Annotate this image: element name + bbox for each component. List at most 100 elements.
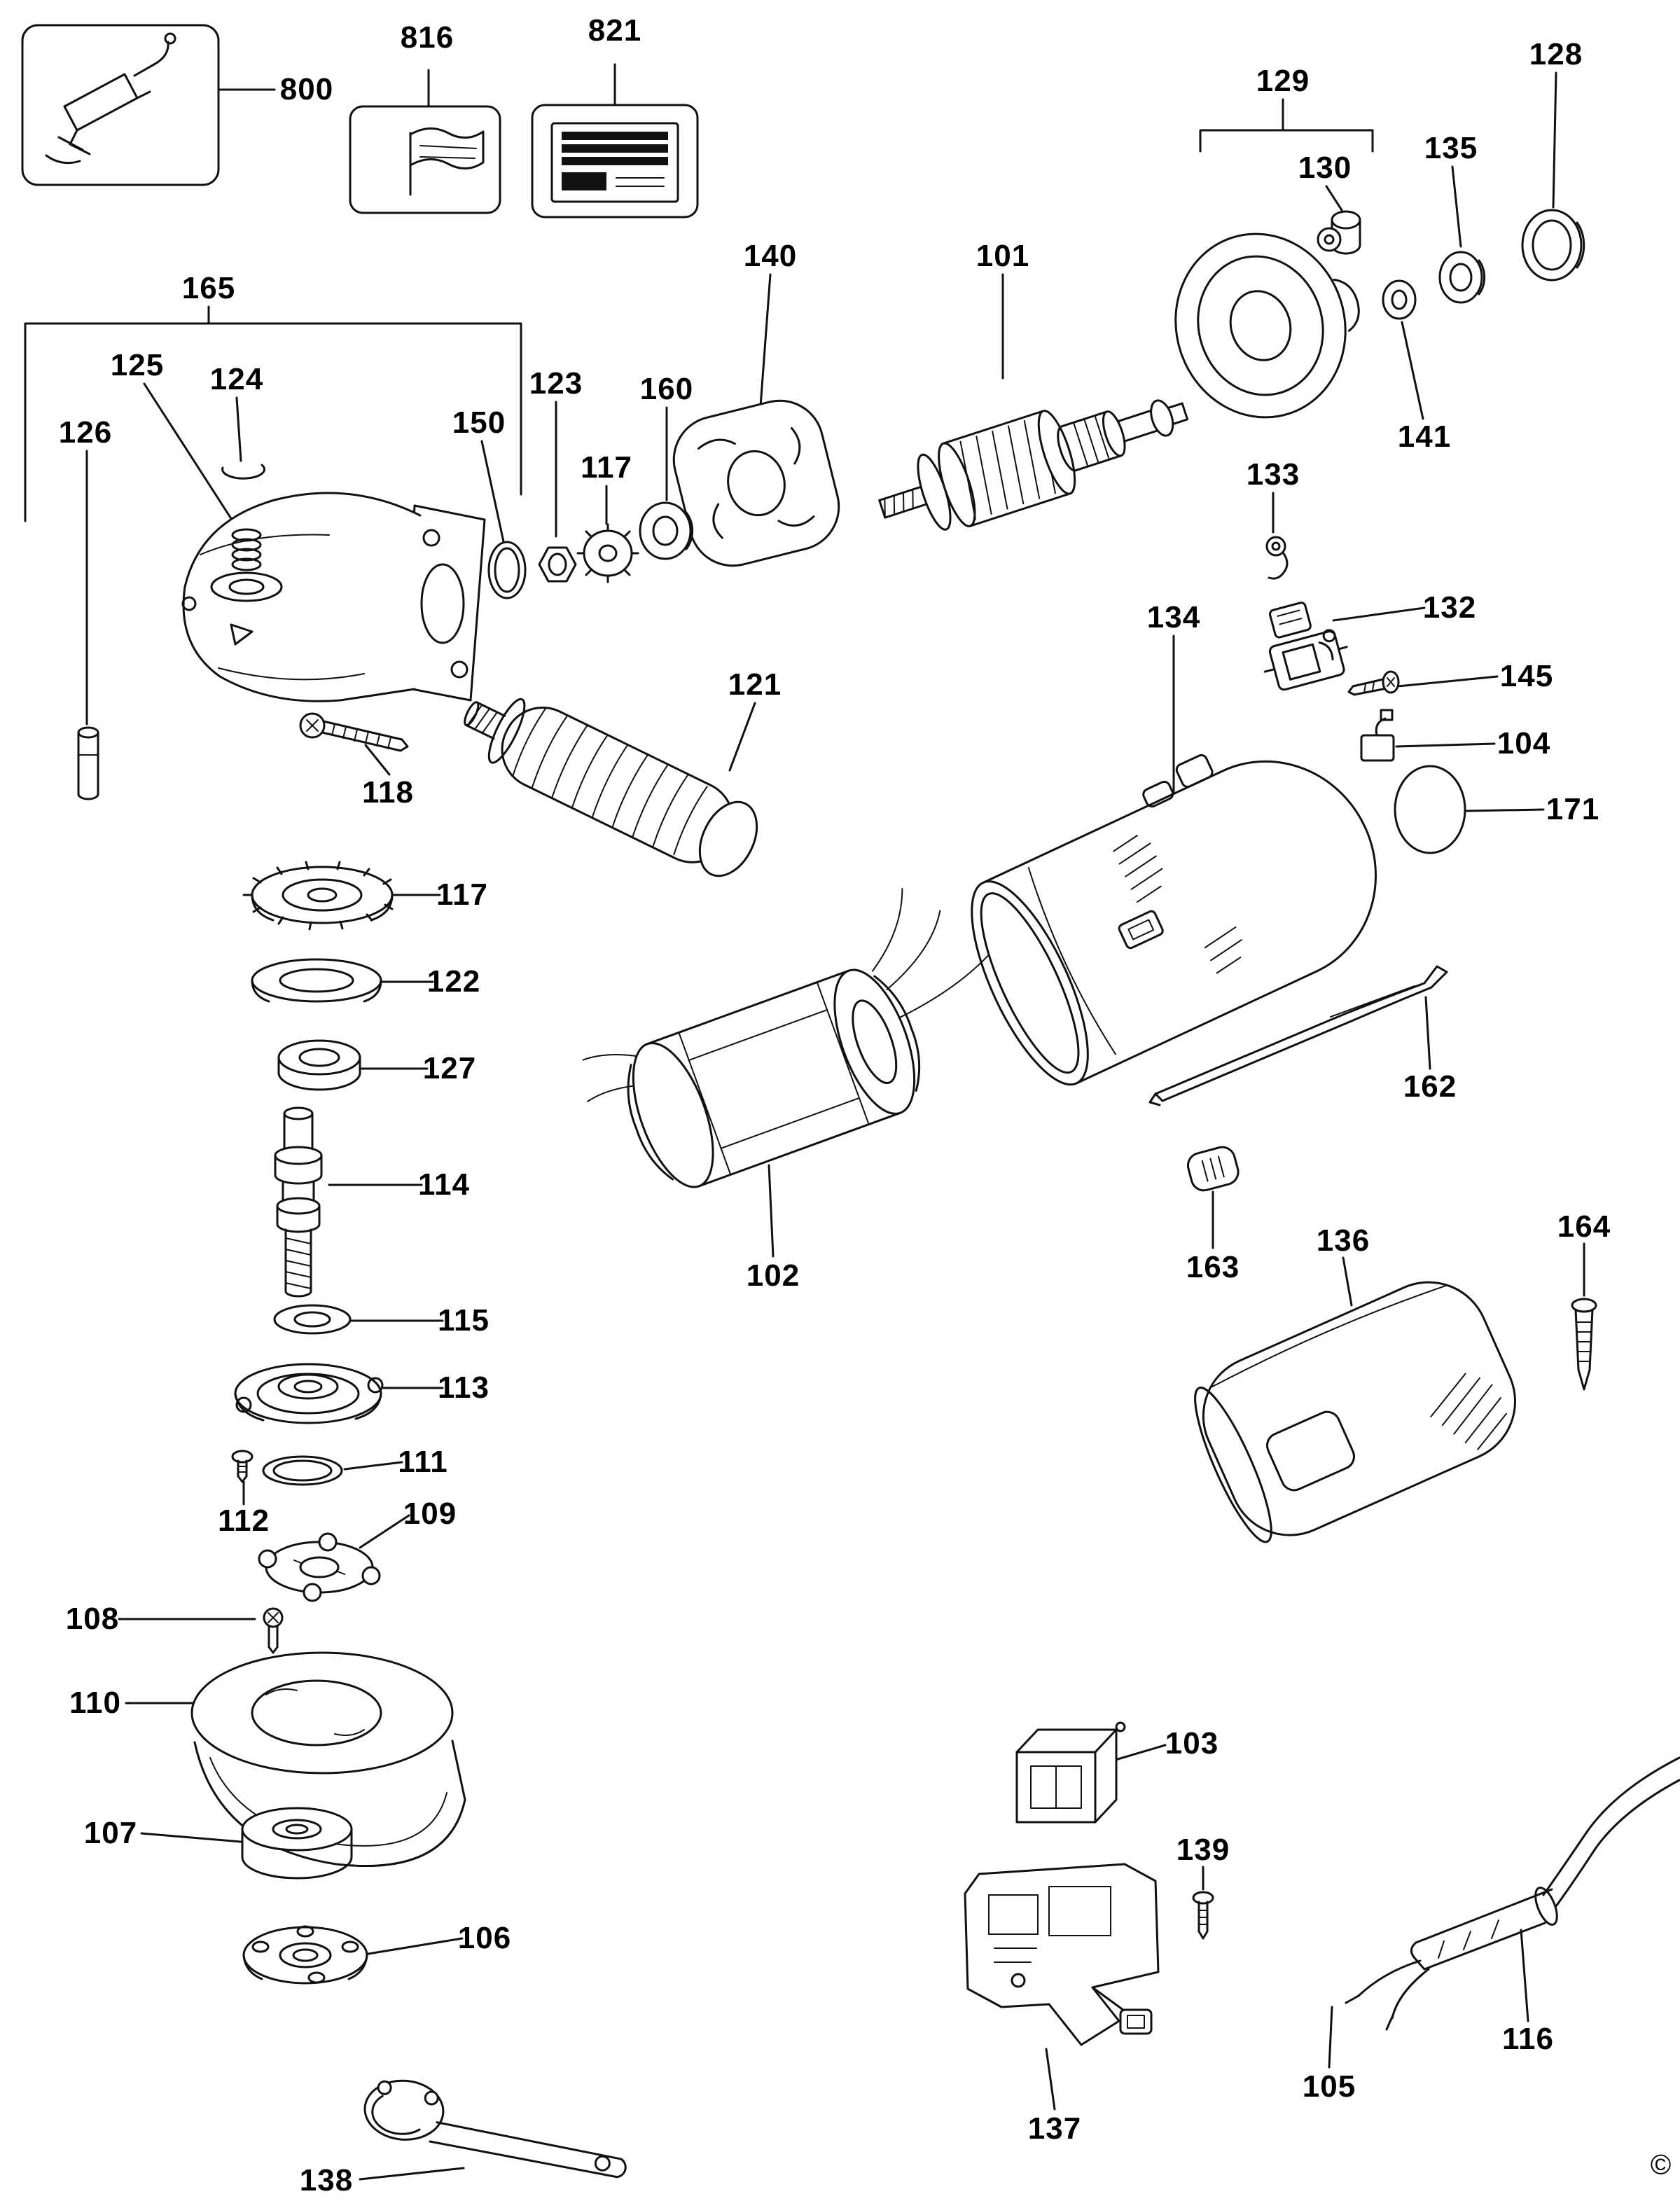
part-110-drawing (190, 1651, 466, 1867)
part-label-113: 113 (438, 1370, 490, 1405)
part-114-drawing (274, 1106, 323, 1298)
part-label-111: 111 (398, 1445, 448, 1479)
part-label-104: 104 (1497, 726, 1551, 761)
part-label-117a: 117 (581, 450, 632, 485)
part-label-127: 127 (422, 1051, 477, 1085)
part-121-drawing (464, 697, 758, 877)
part-117a-drawing (576, 523, 639, 583)
part-label-126: 126 (58, 415, 113, 450)
part-141-drawing (1382, 279, 1417, 320)
part-162-drawing (1148, 965, 1448, 1106)
part-box-816 (349, 105, 501, 214)
part-label-163: 163 (1186, 1250, 1240, 1284)
part-138-drawing (363, 2079, 627, 2179)
part-107-drawing (241, 1807, 353, 1880)
part-label-108: 108 (65, 1602, 120, 1636)
part-label-101: 101 (976, 239, 1030, 273)
part-117b-drawing (242, 861, 402, 931)
part-label-171: 171 (1546, 792, 1600, 826)
part-label-118: 118 (362, 775, 414, 810)
part-label-138: 138 (299, 2163, 354, 2197)
part-150-drawing (487, 541, 527, 599)
part-129-drawing (1174, 227, 1360, 419)
part-label-112: 112 (218, 1504, 270, 1538)
part-145-drawing (1347, 670, 1400, 696)
part-label-150: 150 (452, 405, 506, 440)
part-label-122: 122 (426, 964, 481, 999)
part-label-124: 124 (209, 362, 264, 396)
part-label-129: 129 (1256, 64, 1310, 98)
part-label-105: 105 (1302, 2069, 1356, 2104)
part-136-drawing (1194, 1281, 1516, 1543)
part-label-139: 139 (1176, 1833, 1230, 1867)
part-label-165: 165 (181, 271, 236, 305)
part-101-drawing (878, 399, 1189, 531)
part-label-109: 109 (403, 1497, 457, 1531)
part-label-136: 136 (1316, 1223, 1370, 1258)
part-109-drawing (258, 1532, 381, 1602)
part-label-137: 137 (1027, 2111, 1082, 2146)
part-label-102: 102 (746, 1258, 800, 1293)
part-label-800: 800 (279, 72, 334, 106)
part-140-drawing (672, 399, 840, 567)
part-118-drawing (299, 712, 409, 752)
part-113-drawing (234, 1363, 384, 1424)
leader-lines (24, 63, 1585, 2181)
part-label-123: 123 (529, 366, 583, 401)
grease-gun-icon (45, 32, 176, 165)
flag-icon (409, 127, 485, 196)
part-125-drawing (231, 528, 262, 571)
part-116-drawing (1410, 1756, 1680, 1971)
part-label-103: 103 (1165, 1726, 1219, 1761)
part-label-114: 114 (418, 1167, 470, 1202)
part-104-drawing (1360, 709, 1395, 762)
part-label-821: 821 (588, 13, 642, 48)
part-label-160: 160 (639, 372, 694, 406)
part-label-132: 132 (1422, 590, 1477, 625)
part-115-drawing (273, 1304, 352, 1335)
part-165-gear-housing-drawing (181, 492, 486, 702)
part-label-110: 110 (69, 1686, 121, 1720)
nameplate-label-icon (550, 122, 679, 203)
copyright-mark: © (1650, 2149, 1672, 2181)
part-106-drawing (242, 1925, 368, 1985)
part-108-drawing (263, 1607, 284, 1654)
part-127-drawing (277, 1039, 361, 1091)
part-label-135: 135 (1424, 131, 1478, 165)
part-163-drawing (1186, 1146, 1240, 1192)
part-123-drawing (538, 546, 577, 583)
part-label-107: 107 (83, 1816, 138, 1850)
part-112-drawing (231, 1450, 254, 1483)
part-102-drawing (582, 887, 989, 1188)
part-126-drawing (77, 726, 99, 800)
part-128-drawing (1521, 209, 1585, 282)
part-label-116: 116 (1502, 2022, 1554, 2056)
part-label-128: 128 (1529, 37, 1583, 71)
part-171-drawing (1394, 765, 1466, 854)
part-label-130: 130 (1298, 151, 1352, 185)
part-105-drawing (1345, 1959, 1430, 2031)
part-label-125: 125 (110, 348, 165, 382)
part-135-drawing (1438, 251, 1486, 304)
part-139-drawing (1192, 1891, 1214, 1940)
part-label-164: 164 (1557, 1209, 1611, 1244)
part-label-117b: 117 (436, 877, 488, 912)
part-box-800 (21, 24, 220, 186)
part-133-drawing (1265, 536, 1289, 580)
part-label-121: 121 (728, 667, 782, 702)
part-111-drawing (262, 1455, 343, 1486)
part-label-115: 115 (438, 1303, 490, 1338)
part-box-821 (531, 104, 699, 218)
part-134-drawing (971, 754, 1377, 1086)
part-label-141: 141 (1397, 419, 1452, 454)
part-103-drawing (1015, 1721, 1126, 1824)
part-label-133: 133 (1246, 457, 1300, 492)
part-160-drawing (639, 501, 694, 560)
part-label-145: 145 (1499, 659, 1554, 693)
part-label-134: 134 (1146, 600, 1201, 634)
part-132-drawing (1263, 602, 1348, 691)
part-label-162: 162 (1403, 1069, 1457, 1104)
part-124-drawing (221, 464, 266, 480)
